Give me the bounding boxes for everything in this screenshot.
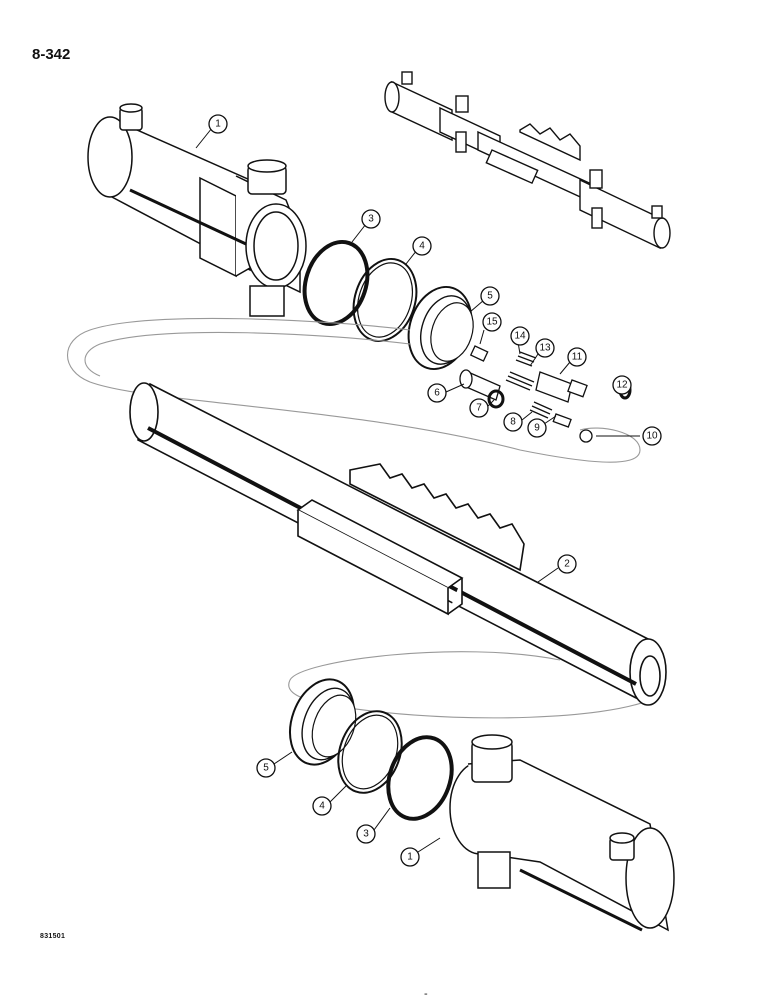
- callout-label: 3: [363, 829, 369, 840]
- assembled-cylinder-view: [384, 71, 671, 250]
- piston-rod: [129, 382, 667, 706]
- callout-label: 10: [646, 431, 658, 442]
- cylinder-barrel-top: [87, 103, 307, 317]
- callout: 4: [312, 796, 332, 816]
- callout-label: 12: [616, 380, 628, 391]
- callout: 5: [256, 758, 276, 778]
- callout-label: 4: [419, 241, 425, 252]
- seal-bottom: [289, 678, 357, 766]
- callout: 9: [527, 418, 547, 438]
- callout-label: 1: [407, 852, 413, 863]
- callout: 2: [557, 554, 577, 574]
- seal-top: [407, 285, 474, 371]
- callout: 1: [208, 114, 228, 134]
- page-number: 8-342: [32, 46, 71, 63]
- callout: 3: [356, 824, 376, 844]
- callout: 1: [400, 847, 420, 867]
- o-ring-top: [302, 239, 370, 327]
- callout-label: 3: [368, 214, 374, 225]
- o-ring-bottom: [386, 735, 454, 821]
- callout: 11: [567, 347, 587, 367]
- footer-mark: -: [424, 988, 428, 1000]
- callout: 13: [535, 338, 555, 358]
- callout-label: 7: [476, 403, 482, 414]
- drawing-code: 831501: [40, 933, 66, 940]
- callout-label: 5: [263, 763, 269, 774]
- leader-lines: [195, 127, 640, 853]
- callout: 6: [427, 383, 447, 403]
- callout-label: 13: [539, 343, 551, 354]
- callout-label: 15: [486, 317, 498, 328]
- callout: 5: [480, 286, 500, 306]
- callout-label: 5: [487, 291, 493, 302]
- callout: 7: [469, 398, 489, 418]
- callout: 4: [412, 236, 432, 256]
- callout-label: 4: [319, 801, 325, 812]
- callout-label: 2: [564, 559, 570, 570]
- callout-label: 14: [514, 331, 526, 342]
- callout: 15: [482, 312, 502, 332]
- callout-label: 1: [215, 119, 221, 130]
- callout: 3: [361, 209, 381, 229]
- callout: 8: [503, 412, 523, 432]
- callout-label: 9: [534, 423, 540, 434]
- callout: 12: [612, 375, 632, 395]
- relief-valve-parts: [459, 345, 632, 443]
- callout-label: 11: [572, 352, 583, 363]
- callout-label: 8: [510, 417, 516, 428]
- callout: 14: [510, 326, 530, 346]
- callout-label: 6: [434, 388, 440, 399]
- cylinder-barrel-bottom: [449, 734, 675, 932]
- callout: 10: [642, 426, 662, 446]
